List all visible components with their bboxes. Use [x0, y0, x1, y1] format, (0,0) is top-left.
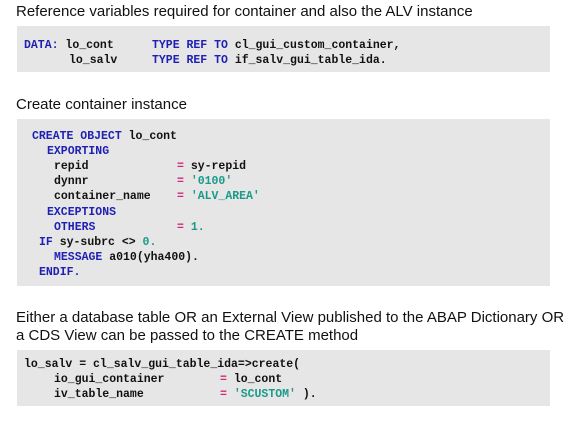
- caption-create-container: Create container instance: [16, 96, 187, 113]
- code-line: TYPE REF TO if_salv_gui_table_ida.: [152, 53, 387, 68]
- equals-operator: =: [177, 160, 184, 173]
- param-dynnr: dynnr: [54, 175, 89, 188]
- caption-reference-variables: Reference variables required for contain…: [16, 3, 473, 20]
- code-line: iv_table_name: [54, 387, 144, 402]
- keyword-exporting: EXPORTING: [47, 145, 110, 158]
- code-line: DATA: lo_cont: [24, 38, 114, 53]
- code-line: repid: [54, 159, 89, 174]
- keyword-create-object: CREATE OBJECT: [32, 130, 122, 143]
- number-literal: 0.: [142, 236, 157, 249]
- keyword-exceptions: EXCEPTIONS: [47, 206, 117, 219]
- equals-operator: =: [177, 190, 184, 203]
- variable-lo-cont: lo_cont: [65, 39, 114, 52]
- code-line: EXPORTING: [47, 144, 109, 159]
- code-line: = 1.: [177, 220, 205, 235]
- equals-operator: =: [220, 373, 227, 386]
- caption-create-method-sources: Either a database table OR an External V…: [16, 309, 565, 344]
- equals-operator: =: [177, 221, 184, 234]
- code-line: CREATE OBJECT lo_cont: [32, 129, 177, 144]
- variable-lo-salv: lo_salv: [69, 54, 118, 67]
- keyword-endif: ENDIF.: [39, 266, 81, 279]
- equals-operator: =: [177, 175, 184, 188]
- code-line: IF sy-subrc <> 0.: [39, 235, 156, 250]
- string-literal: 'SCUSTOM': [233, 388, 296, 401]
- param-container-name: container_name: [54, 190, 151, 203]
- param-iv-table-name: iv_table_name: [54, 388, 144, 401]
- code-line: lo_salv: [69, 53, 117, 68]
- code-line: io_gui_container: [54, 372, 164, 387]
- number-literal: 1.: [190, 221, 205, 234]
- code-line: = '0100': [177, 174, 232, 189]
- create-call: lo_salv = cl_salv_gui_table_ida=>create(: [24, 358, 301, 371]
- code-block-declarations: DATA: lo_cont TYPE REF TO cl_gui_custom_…: [17, 26, 550, 72]
- code-line: EXCEPTIONS: [47, 205, 116, 220]
- code-line: TYPE REF TO cl_gui_custom_container,: [152, 38, 400, 53]
- code-line: MESSAGE a010(yha400).: [54, 250, 199, 265]
- equals-operator: =: [220, 388, 227, 401]
- code-line: = 'ALV_AREA': [177, 189, 260, 204]
- string-literal: '0100': [190, 175, 233, 188]
- code-line: = lo_cont: [220, 372, 282, 387]
- code-block-create-alv: lo_salv = cl_salv_gui_table_ida=>create(…: [17, 350, 550, 406]
- code-line: lo_salv = cl_salv_gui_table_ida=>create(: [24, 357, 300, 372]
- code-line: OTHERS: [54, 220, 95, 235]
- code-line: container_name: [54, 189, 151, 204]
- closing-paren: ).: [302, 388, 317, 401]
- keyword-type-ref-to: TYPE REF TO: [152, 54, 228, 67]
- code-line: dynnr: [54, 174, 89, 189]
- value: sy-repid: [190, 160, 247, 173]
- keyword-others: OTHERS: [54, 221, 96, 234]
- code-line: ENDIF.: [39, 265, 80, 280]
- condition: sy-subrc <>: [59, 236, 136, 249]
- type-name: if_salv_gui_table_ida.: [234, 54, 387, 67]
- param-repid: repid: [54, 160, 89, 173]
- string-literal: 'ALV_AREA': [190, 190, 260, 203]
- param-io-gui-container: io_gui_container: [54, 373, 165, 386]
- code-block-create-container: CREATE OBJECT lo_cont EXPORTING repid = …: [17, 119, 550, 286]
- code-line: = sy-repid: [177, 159, 246, 174]
- type-name: cl_gui_custom_container,: [234, 39, 401, 52]
- keyword-type-ref-to: TYPE REF TO: [152, 39, 228, 52]
- keyword-message: MESSAGE: [54, 251, 103, 264]
- code-line: = 'SCUSTOM' ).: [220, 387, 317, 402]
- value: lo_cont: [233, 373, 283, 386]
- keyword-data: DATA:: [24, 39, 59, 52]
- keyword-if: IF: [39, 236, 53, 249]
- message-id: a010(yha400).: [109, 251, 199, 264]
- object-name: lo_cont: [128, 130, 177, 143]
